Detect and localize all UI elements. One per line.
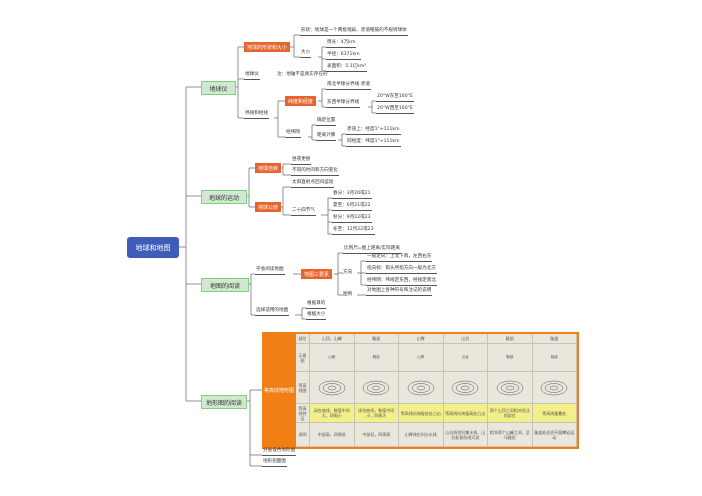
node-winter-solstice[interactable]: 冬至：12月22或23 (332, 227, 375, 235)
contour-lines-icon (541, 380, 568, 395)
table-column-header: 陡崖 (532, 334, 577, 344)
note-cell: 山谷线也叫集水线，山谷处易形成河流 (443, 423, 488, 447)
node-locate-position[interactable]: 确定位置 (316, 118, 337, 126)
sketch-cell: 陡崖 (532, 344, 577, 372)
branch-earth-motion[interactable]: 地球的运动 (201, 190, 247, 204)
branch-map-reading[interactable]: 地图的阅读 (201, 278, 249, 292)
node-size[interactable]: 大小 (300, 50, 312, 58)
table-column-header: 鞍部 (488, 334, 533, 344)
feature-cell: 闭合曲线，数值中间大，四周小 (310, 404, 355, 423)
sketch-cell: 山峰 (310, 344, 355, 372)
note-cell: 山脊线也叫分水线 (399, 423, 444, 447)
node-scale[interactable]: 比例尺=图上距离/实际距离 (343, 246, 401, 254)
feature-cell: 等高线重叠处 (532, 404, 577, 423)
node-lat-long-lines[interactable]: 纬线和经线 (244, 111, 269, 119)
branch-globe[interactable]: 地球仪 (201, 81, 236, 95)
note-cell: 陡崖处适合开展攀岩运动 (532, 423, 577, 447)
node-globe-note: 注：地轴不是真实存在的 (277, 72, 328, 77)
table-column-header: 山脊 (399, 334, 444, 344)
table-row-header: 说明 (296, 423, 310, 447)
sketch-cell: 山脊 (399, 344, 444, 372)
node-east-west-divider[interactable]: 东西半球分界线 (326, 100, 361, 108)
contour-cell (532, 372, 577, 404)
node-circumference[interactable]: 周长：4万km (326, 40, 357, 48)
contour-cell (488, 372, 533, 404)
node-terrain-profile[interactable]: 地形剖面图 (262, 459, 287, 467)
node-legend[interactable]: 图例 (343, 292, 353, 297)
node-day-night[interactable]: 昼夜更替 (291, 157, 312, 165)
sketch-label: 山谷 (461, 355, 469, 359)
node-subsolar-point[interactable]: 太阳直射点回归运动 (291, 180, 335, 188)
feature-cell: 等高线向海拔低处凸出 (399, 404, 444, 423)
node-meridian-distance[interactable]: 同经度：纬度1°≈111km (346, 139, 401, 147)
node-west-hemisphere[interactable]: 20°W西至160°E (376, 106, 414, 114)
node-east-hemisphere[interactable]: 20°W东至160°E (376, 94, 414, 102)
node-learn-map-reading[interactable]: 学会阅读地图 (255, 267, 285, 275)
node-autumn-equinox[interactable]: 秋分：9月22或23 (332, 215, 372, 223)
node-direction[interactable]: 方向 (343, 270, 353, 275)
node-solar-terms[interactable]: 二十四节气 (291, 208, 316, 216)
node-time-difference[interactable]: 不同的时间和方向变化 (291, 168, 339, 176)
table-column-header: 鞍部 (354, 334, 399, 344)
node-surface-area[interactable]: 表面积：5.1亿km² (326, 64, 368, 72)
feature-cell: 闭合曲线，数值中间小，四周大 (354, 404, 399, 423)
node-north-arrow[interactable]: 指向标：箭头所指方向一般为北方 (366, 266, 437, 274)
node-by-purpose[interactable]: 根据目的 (306, 301, 327, 309)
branch-topo-map-reading[interactable]: 地形图的阅读 (201, 395, 247, 409)
note-cell: 中部低，四周高 (354, 423, 399, 447)
node-spring-equinox[interactable]: 春分：3月20或21 (332, 191, 372, 199)
sketch-label: 山峰 (328, 355, 336, 359)
node-by-size[interactable]: 根据大小 (306, 312, 327, 320)
node-equator-divider[interactable]: 南北半球分界线-赤道 (326, 82, 372, 90)
node-legend-description[interactable]: 对地图上各种符号和注记的说明 (366, 288, 433, 296)
node-general-orientation[interactable]: 一般定向：上北下南，左西右东 (366, 254, 433, 262)
table-corner: 部位 (296, 334, 310, 344)
feature-cell: 两个山顶之间相对低洼的部位 (488, 404, 533, 423)
table-column-header: 山谷 (443, 334, 488, 344)
sketch-cell: 鞍部 (354, 344, 399, 372)
node-graticule-direction[interactable]: 经纬网：纬线定东西，经线定南北 (366, 278, 437, 286)
table-row-header: 等高线图 (296, 372, 310, 404)
root-node[interactable]: 地球和地图 (127, 237, 179, 258)
node-layered-color-map[interactable]: 分层设色地形图 (262, 448, 297, 456)
node-contour-topo-map[interactable]: 等高线地形图 (263, 388, 294, 394)
feature-cell: 等高线向海拔高处凸出 (443, 404, 488, 423)
node-distance-calc[interactable]: 距离计算 (316, 133, 337, 141)
node-rotation[interactable]: 地球自转 (255, 163, 282, 173)
node-revolution[interactable]: 地球公转 (255, 202, 282, 212)
sketch-cell: 鞍部 (488, 344, 533, 372)
table-column-header: 山顶、山峰 (310, 334, 355, 344)
contour-cell (443, 372, 488, 404)
node-choose-map[interactable]: 选择适用的地图 (255, 308, 290, 316)
contour-lines-icon (363, 380, 390, 395)
sketch-label: 陡崖 (550, 355, 558, 359)
node-map-three-elements[interactable]: 地图三要素 (301, 269, 333, 279)
contour-lines-icon (452, 380, 479, 395)
note-cell: 相邻两个山峰之间，呈马鞍形 (488, 423, 533, 447)
node-summer-solstice[interactable]: 夏至：6月21或22 (332, 203, 372, 211)
node-shape-size[interactable]: 地球的形状和大小 (244, 42, 291, 52)
node-graticule[interactable]: 经纬网 (285, 130, 301, 138)
table-row-header: 示意图 (296, 344, 310, 372)
sketch-label: 鞍部 (506, 355, 514, 359)
node-globe[interactable]: 地球仪 (244, 72, 260, 80)
node-radius[interactable]: 半径：6371km (326, 52, 361, 60)
note-cell: 中部高，四周低 (310, 423, 355, 447)
table-row-header: 等高线特征 (296, 404, 310, 423)
sketch-cell: 山谷 (443, 344, 488, 372)
contour-cell (354, 372, 399, 404)
sketch-label: 鞍部 (372, 355, 380, 359)
node-shape[interactable]: 形状：地球是一个两极稍扁、赤道略鼓的不规则球体 (300, 28, 408, 36)
contour-cell (399, 372, 444, 404)
node-equator-distance[interactable]: 赤道上：经度1°≈111km (346, 127, 401, 135)
sketch-label: 山脊 (417, 355, 425, 359)
contour-lines-icon (407, 380, 434, 395)
contour-lines-icon (496, 380, 523, 395)
node-lat-long-degrees[interactable]: 纬度和经度 (285, 96, 317, 106)
contour-lines-icon (318, 380, 345, 395)
contour-cell (310, 372, 355, 404)
landform-table: 部位 山顶、山峰鞍部山脊山谷鞍部陡崖示意图山峰鞍部山脊山谷鞍部陡崖等高线图等高线… (296, 334, 577, 447)
